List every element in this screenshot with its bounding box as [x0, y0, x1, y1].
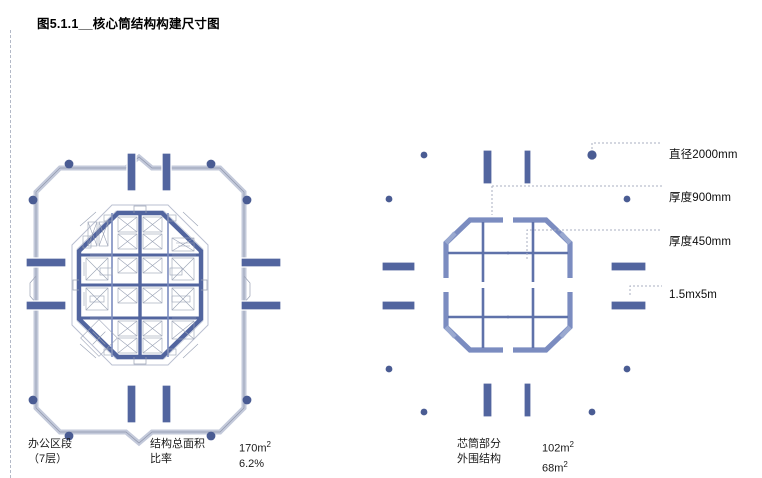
footer-right-value-core-sup: 2 — [569, 440, 574, 449]
schematic-core-chamfer-stubs — [444, 231, 572, 339]
footer-right-values: 102m2 68m2 — [542, 437, 574, 476]
footer-right-value-outer-sup: 2 — [563, 459, 568, 469]
schematic-shear-walls — [381, 149, 647, 418]
footer-left-values: 170m2 6.2% — [239, 437, 271, 472]
right-structural-plan — [381, 149, 647, 418]
legend-item-label-2: 厚度450mm — [669, 236, 732, 248]
legend-item-label-1: 厚度900mm — [669, 192, 732, 204]
footer-left-zone-line1: 办公区段 — [28, 438, 72, 450]
footer-right-value-core-number: 102m — [542, 442, 570, 455]
perimeter-columns — [28, 159, 252, 441]
schematic-core-cross-walls — [448, 222, 568, 348]
legend-item-label-0: 直径2000mm — [669, 149, 738, 161]
core-interior-detail — [79, 211, 199, 359]
footer-left-value-area-number: 170m — [239, 442, 267, 455]
perimeter-shear-walls — [25, 152, 282, 424]
leader-diameter-2000 — [591, 142, 662, 149]
footer-left-metric-line1: 结构总面积 — [150, 438, 205, 450]
legend-leader-lines — [491, 142, 662, 295]
page-title: 图5.1.1__核心筒结构构建尺寸图 — [37, 17, 220, 31]
footer-left-zone-line2: （7层） — [28, 453, 68, 465]
legend-item-label-3: 1.5mx5m — [669, 289, 717, 301]
core-side-notches — [72, 279, 208, 291]
footer-right-parts: 芯筒部分 外围结构 — [457, 437, 501, 467]
footer-right-value-core: 102m2 — [542, 437, 574, 457]
footer-right-value-outer: 68m2 — [542, 457, 574, 477]
footer-left-zone: 办公区段 （7层） — [28, 437, 72, 467]
left-floor-plan — [25, 152, 282, 447]
footer-left-value-area-sup: 2 — [266, 440, 271, 449]
perimeter-wall — [29, 153, 251, 447]
footer-left-metric-line2: 比率 — [150, 453, 172, 465]
leader-thickness-450 — [526, 229, 662, 259]
left-margin-rule — [10, 30, 11, 478]
footer-right-value-outer-number: 68m — [542, 462, 564, 475]
footer-left-value-ratio: 6.2% — [239, 457, 265, 470]
footer-left-value-area: 170m2 — [239, 437, 271, 457]
schematic-core-walls — [443, 217, 573, 353]
footer-left-metric: 结构总面积 比率 — [150, 437, 205, 467]
footer-right-part-line2: 外围结构 — [457, 453, 501, 465]
footer-right-part-line1: 芯筒部分 — [457, 438, 501, 450]
leader-shear-wall — [629, 285, 662, 295]
schematic-perimeter-columns — [385, 150, 631, 416]
